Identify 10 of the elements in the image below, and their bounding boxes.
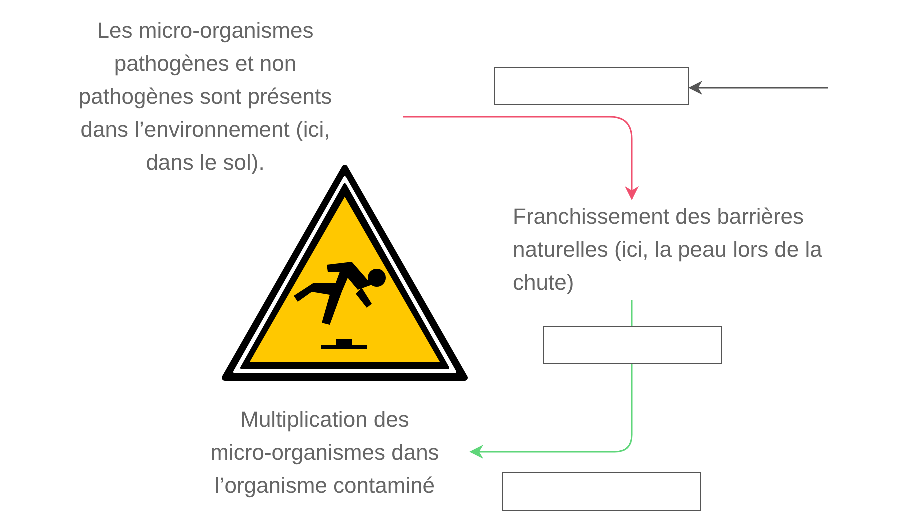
arrow (470, 364, 633, 459)
arrow (688, 81, 828, 95)
arrow (403, 116, 639, 200)
step-text: Les micro-organismes pathogènes et non pathogènes sont présents dans l’environnement (ici, dans le sol). (30, 14, 403, 184)
answer-box (494, 67, 689, 105)
connector-line (631, 300, 633, 326)
answer-box (502, 472, 701, 511)
step-text: Franchissement des barrières naturelles (ici, la peau lors de la chute) (513, 200, 878, 300)
step-text: Multiplication des micro-organismes dans l’organisme contaminé (180, 403, 470, 507)
answer-box (543, 326, 722, 364)
